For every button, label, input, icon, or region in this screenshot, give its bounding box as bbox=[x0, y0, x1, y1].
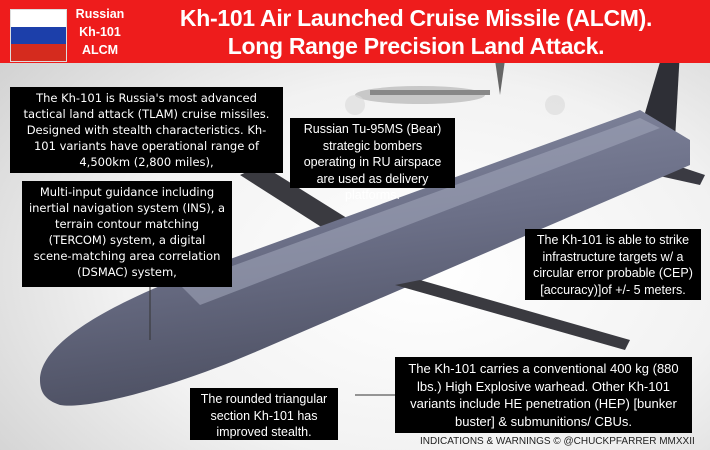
title-line-2: Long Range Precision Land Attack. bbox=[227, 33, 605, 59]
credit-footer: INDICATIONS & WARNINGS © @CHUCKPFARRER M… bbox=[420, 436, 695, 447]
missile-body bbox=[40, 110, 690, 406]
callout-platform: Russian Tu-95MS (Bear) strategic bombers… bbox=[290, 118, 455, 202]
callout-guidance: Multi-input guidance including inertial … bbox=[22, 181, 232, 287]
title-line-1: Kh-101 Air Launched Cruise Missile (ALCM… bbox=[179, 5, 653, 31]
label-model: Kh-101 bbox=[79, 25, 121, 39]
missile-label: Russian Kh-101 ALCM bbox=[70, 5, 130, 59]
label-country: Russian bbox=[75, 7, 125, 21]
bomber-icon bbox=[345, 60, 565, 115]
callout-accuracy: The Kh-101 is able to strike infrastruct… bbox=[525, 229, 701, 300]
callout-warhead: The Kh-101 carries a conventional 400 kg… bbox=[395, 357, 692, 433]
callout-overview: The Kh-101 is Russia's most advanced tac… bbox=[10, 87, 283, 173]
callout-stealth: The rounded triangular section Kh-101 ha… bbox=[190, 388, 338, 440]
page-title: Kh-101 Air Launched Cruise Missile (ALCM… bbox=[122, 4, 710, 60]
label-type: ALCM bbox=[81, 43, 119, 57]
lower-wing bbox=[395, 280, 630, 350]
russian-flag-icon bbox=[10, 9, 67, 62]
header-banner: Russian Kh-101 ALCM Kh-101 Air Launched … bbox=[0, 0, 710, 63]
